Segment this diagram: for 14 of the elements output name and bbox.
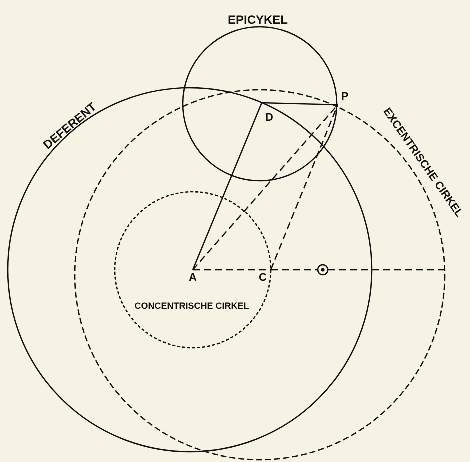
circle-name: EPICYKEL xyxy=(228,14,288,26)
line xyxy=(192,102,263,270)
circle-name: CONCENTRISCHE CIRKEL xyxy=(134,300,250,312)
point-label: A xyxy=(187,272,199,285)
point-label: P xyxy=(339,91,351,104)
line xyxy=(262,102,338,106)
line xyxy=(270,104,339,270)
point-label: D xyxy=(264,112,275,125)
line xyxy=(328,269,445,271)
center-point-symbol xyxy=(317,264,329,276)
line xyxy=(193,269,271,271)
line xyxy=(271,269,318,271)
point-label: C xyxy=(257,272,269,285)
line xyxy=(192,104,338,270)
